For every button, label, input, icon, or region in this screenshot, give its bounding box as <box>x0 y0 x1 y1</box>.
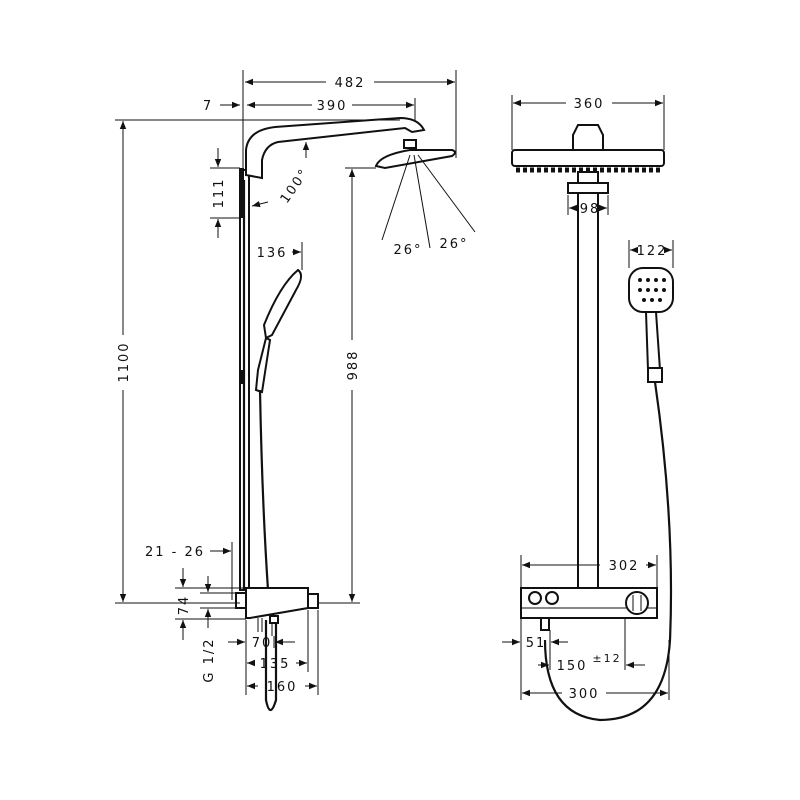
button-2 <box>545 591 559 605</box>
overhead-shower-side <box>374 149 456 170</box>
dim-98: 98 <box>580 202 601 217</box>
dim-111: 111 <box>212 178 227 209</box>
head-connector-front <box>572 124 604 151</box>
dim-390: 390 <box>317 99 348 114</box>
dim-g-half: G 1/2 <box>202 637 217 682</box>
dim-150-tolerance: ±12 <box>592 652 621 665</box>
hose-front <box>543 381 673 722</box>
overhead-shower-front <box>511 149 665 167</box>
dim-26-deg-left: 26° <box>393 243 422 258</box>
hand-shower-handle-front <box>644 311 662 377</box>
dim-482: 482 <box>335 76 366 91</box>
hose-loop-side <box>264 620 278 712</box>
dim-100-deg: 100° <box>278 166 313 207</box>
thermostat-mixer-side <box>245 587 309 619</box>
dim-1100: 1100 <box>117 341 132 382</box>
front-dimensions: 360 98 122 302 51 150 ±12 300 <box>502 95 674 702</box>
wall-bracket-lower <box>239 370 244 384</box>
dim-70: 70 <box>252 636 273 651</box>
dim-74: 74 <box>177 595 192 616</box>
dim-302: 302 <box>609 559 640 574</box>
dim-360: 360 <box>574 97 605 112</box>
dim-21-26: 21 - 26 <box>145 545 205 560</box>
hose-side <box>258 389 270 591</box>
hand-shower-holder <box>647 367 663 383</box>
dim-150: 150 <box>557 659 588 674</box>
dim-160: 160 <box>267 680 298 695</box>
wall-connector <box>235 592 247 609</box>
front-pole <box>577 171 599 589</box>
hand-shower-side <box>262 268 302 340</box>
dim-300: 300 <box>569 687 600 702</box>
dim-136: 136 <box>257 246 288 261</box>
thermostat-knob <box>625 591 649 615</box>
dim-988: 988 <box>346 350 361 381</box>
front-view <box>511 124 674 722</box>
dim-26-deg-right: 26° <box>439 237 468 252</box>
dim-7: 7 <box>203 99 213 114</box>
dim-122: 122 <box>637 244 668 259</box>
dim-135: 135 <box>260 657 291 672</box>
dim-51: 51 <box>526 636 547 651</box>
side-view <box>235 116 476 712</box>
wall-bracket <box>239 168 244 218</box>
hand-shower-front <box>628 267 674 313</box>
shower-arm <box>245 116 426 180</box>
head-connector <box>403 139 417 149</box>
pole-clamp <box>567 182 609 194</box>
button-1 <box>528 591 542 605</box>
hand-shower-handle <box>254 336 272 394</box>
